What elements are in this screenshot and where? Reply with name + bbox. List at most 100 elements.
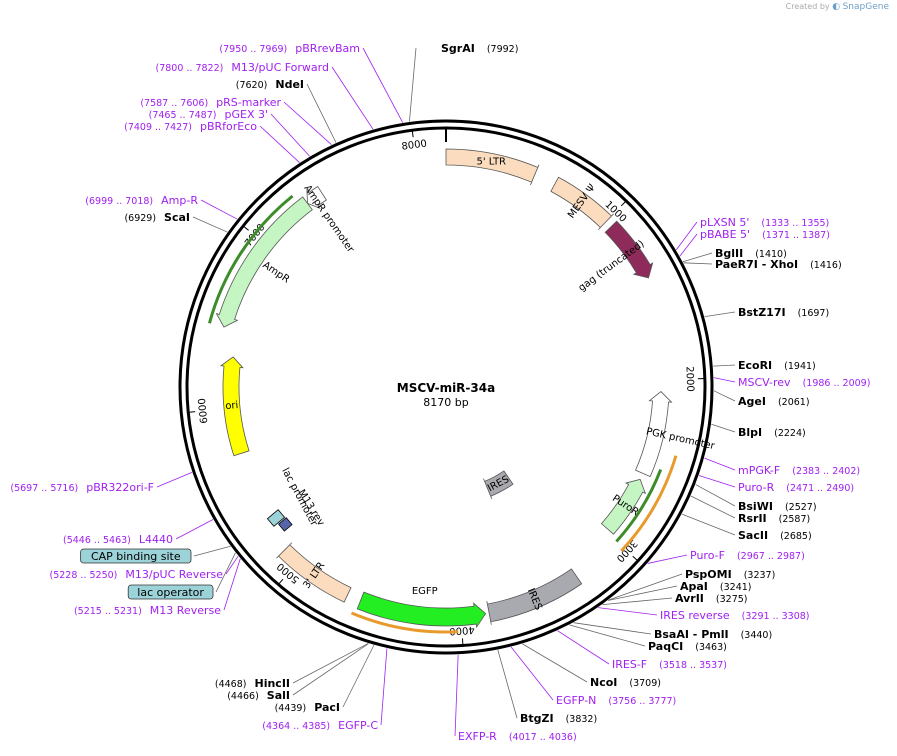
label-sgrai[interactable]: SgrAI(7992) bbox=[441, 42, 518, 55]
label-bstz17i[interactable]: BstZ17I(1697) bbox=[738, 306, 829, 319]
orf-arc bbox=[208, 194, 294, 324]
label-sali[interactable]: (4466)SalI bbox=[227, 689, 290, 702]
label-paer7i[interactable]: PaeR7I - XhoI(1416) bbox=[715, 258, 842, 271]
label-pbrforeco[interactable]: (7409 .. 7427)pBRforEco bbox=[124, 120, 257, 133]
label-plxsn-5-[interactable]: pLXSN 5'(1333 .. 1355) bbox=[700, 216, 829, 229]
label-btgzi[interactable]: BtgZI(3832) bbox=[520, 712, 597, 725]
leader-line bbox=[225, 555, 239, 575]
left-label-column: (4468)HincII(4466)SalI(4439)PacI (4364 ..… bbox=[10, 42, 518, 732]
lac-region-marks bbox=[266, 509, 293, 532]
label-pbr322ori-f[interactable]: (5697 .. 5716)pBR322ori-F bbox=[10, 481, 154, 494]
leader-line bbox=[608, 573, 683, 601]
label-pbabe-5-[interactable]: pBABE 5'(1371 .. 1387) bbox=[700, 228, 830, 241]
label-blpi[interactable]: BlpI(2224) bbox=[738, 426, 806, 439]
label-agei[interactable]: AgeI(2061) bbox=[738, 395, 810, 408]
label-sacii[interactable]: SacII(2685) bbox=[738, 529, 812, 542]
label-leader-lines bbox=[156, 47, 736, 737]
leader-line bbox=[175, 519, 214, 540]
leader-line bbox=[454, 654, 459, 737]
label-hincii[interactable]: (4468)HincII bbox=[215, 677, 290, 690]
feature-ampr[interactable] bbox=[215, 196, 313, 328]
label-apai[interactable]: ApaI(3241) bbox=[680, 580, 752, 593]
leader-line bbox=[598, 607, 658, 616]
leader-line bbox=[557, 630, 610, 665]
plasmid-title: MSCV-miR-34a bbox=[397, 381, 495, 395]
label-mpgk-f[interactable]: mPGK-F(2383 .. 2402) bbox=[738, 464, 860, 477]
box-cap-binding-site[interactable] bbox=[80, 548, 192, 564]
label-m13-reverse[interactable]: (5215 .. 5231)M13 Reverse bbox=[74, 604, 221, 617]
leader-line bbox=[306, 83, 337, 143]
label-pgex-3-[interactable]: (7465 .. 7487)pGEX 3' bbox=[149, 108, 268, 121]
label-rsrii[interactable]: RsrII(2587) bbox=[738, 512, 810, 525]
ruler-tick bbox=[242, 225, 249, 231]
leader-line bbox=[270, 113, 310, 157]
label-egfp-n[interactable]: EGFP-N(3756 .. 3777) bbox=[556, 694, 676, 707]
ruler-label: 2000 bbox=[683, 366, 695, 392]
label-m13-puc-reverse[interactable]: (5228 .. 5250)M13/pUC Reverse bbox=[50, 568, 224, 581]
leader-line bbox=[259, 125, 300, 163]
label-ires-f[interactable]: IRES-F(3518 .. 3537) bbox=[612, 658, 727, 671]
created-by-text: Created by bbox=[785, 2, 830, 11]
feature-label-ltr5: 5' LTR bbox=[476, 156, 506, 167]
leader-line bbox=[569, 624, 646, 647]
feature-label-egfp: EGFP bbox=[412, 586, 438, 597]
feature-ltr3[interactable] bbox=[276, 542, 352, 603]
leader-line bbox=[409, 47, 417, 122]
label-l4440[interactable]: (5446 .. 5463)L4440 bbox=[63, 533, 173, 546]
leader-line bbox=[602, 597, 673, 606]
label-puro-f[interactable]: Puro-F(2967 .. 2987) bbox=[690, 549, 805, 562]
label-paci[interactable]: (4439)PacI bbox=[275, 701, 340, 714]
label-avrii[interactable]: AvrII(3275) bbox=[675, 592, 748, 605]
label-pspomi[interactable]: PspOMI(3237) bbox=[685, 568, 775, 581]
feature-pgk[interactable] bbox=[635, 391, 673, 478]
feature-ires1[interactable] bbox=[483, 470, 514, 500]
label-prs-marker[interactable]: (7587 .. 7606)pRS-marker bbox=[140, 96, 281, 109]
leader-line bbox=[698, 475, 736, 488]
label-egfp-c[interactable]: (4364 .. 4385)EGFP-C bbox=[262, 719, 378, 732]
leader-line bbox=[510, 646, 554, 701]
label-ndei[interactable]: (7620)NdeI bbox=[236, 78, 304, 91]
feature-label-ori: ori bbox=[225, 400, 239, 412]
label-bsaai[interactable]: BsaAI - PmlI(3440) bbox=[654, 628, 772, 641]
label-m13-puc-forward[interactable]: (7800 .. 7822)M13/pUC Forward bbox=[155, 61, 329, 74]
leader-line bbox=[683, 262, 713, 265]
leader-line bbox=[573, 622, 652, 635]
feature-egfp[interactable] bbox=[356, 591, 487, 629]
label-bsiwi[interactable]: BsiWI(2527) bbox=[738, 500, 817, 513]
feature-ltr5[interactable] bbox=[445, 148, 540, 186]
leader-line bbox=[704, 311, 736, 318]
label-ires-reverse[interactable]: IRES reverse(3291 .. 3308) bbox=[660, 609, 810, 622]
label-puro-r[interactable]: Puro-R(2471 .. 2490) bbox=[738, 481, 854, 494]
ruler-tick bbox=[632, 555, 639, 562]
feature-gag[interactable] bbox=[604, 220, 654, 279]
leader-line bbox=[200, 199, 238, 220]
leader-line bbox=[156, 471, 193, 488]
feature-puro[interactable] bbox=[600, 478, 647, 535]
leader-line bbox=[607, 585, 678, 601]
label-ncoi[interactable]: NcoI(3709) bbox=[590, 676, 661, 689]
leader-line bbox=[380, 648, 388, 726]
label-bglii[interactable]: BglII(1410) bbox=[715, 247, 787, 260]
leader-line bbox=[690, 495, 736, 519]
feature-mesv[interactable] bbox=[550, 176, 614, 230]
feature-ires2[interactable] bbox=[486, 568, 583, 625]
feature-amprprom[interactable] bbox=[306, 185, 327, 210]
label-paqci[interactable]: PaqCI(3463) bbox=[648, 640, 727, 653]
leader-line bbox=[331, 66, 374, 130]
label-ecori[interactable]: EcoRI(1941) bbox=[738, 359, 816, 372]
feature-label-amprprom: AmpR promoter bbox=[301, 183, 356, 255]
orf-arc bbox=[620, 455, 678, 552]
leader-line bbox=[292, 643, 369, 696]
box-lac-operator[interactable] bbox=[127, 584, 214, 600]
feature-ori[interactable] bbox=[219, 356, 250, 457]
label-scai[interactable]: (6929)ScaI bbox=[124, 211, 190, 224]
label-pbrrevbam[interactable]: (7950 .. 7969)pBRrevBam bbox=[219, 42, 360, 55]
leader-line bbox=[342, 644, 375, 708]
label-amp-r[interactable]: (6999 .. 7018)Amp-R bbox=[85, 194, 198, 207]
ruler-label: 8000 bbox=[401, 138, 428, 152]
leader-line bbox=[675, 221, 698, 251]
ruler-tick bbox=[411, 130, 414, 138]
label-mscv-rev[interactable]: MSCV-rev(1986 .. 2009) bbox=[738, 376, 870, 389]
label-exfp-r[interactable]: EXFP-R(4017 .. 4036) bbox=[458, 730, 577, 743]
